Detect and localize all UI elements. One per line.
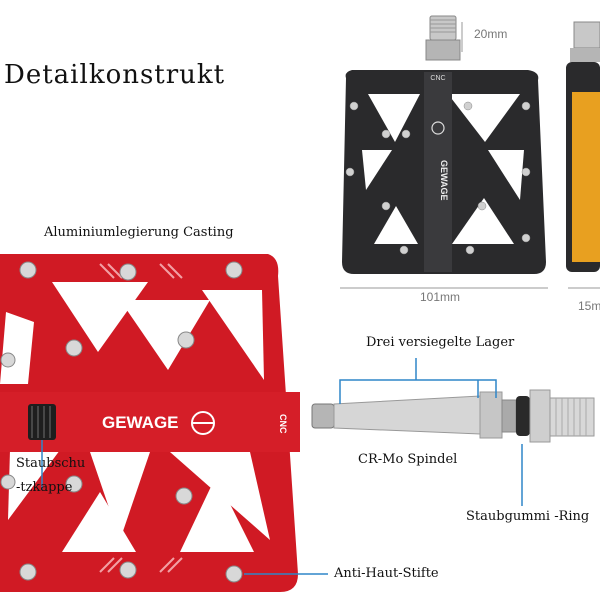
width-dimension: 101mm xyxy=(420,290,461,304)
axle-dimension: 20mm xyxy=(474,27,508,41)
dust-ring-label: Staubgummi -Ring xyxy=(466,509,590,524)
depth-dimension: 15m xyxy=(578,299,600,313)
page-title: Detailkonstrukt xyxy=(4,60,226,90)
dust-cap-icon xyxy=(28,404,56,440)
dust-cap-label-line2: -tzkappe xyxy=(16,480,73,495)
dust-cap-label-line1: Staubschu xyxy=(16,456,86,471)
red-pedal-brand-text: GEWAGE xyxy=(102,413,179,432)
spindle-icon xyxy=(311,389,595,443)
black-pedal-cnc-text: CNC xyxy=(430,75,445,82)
spindle-label: CR-Mo Spindel xyxy=(358,452,458,467)
casting-label: Aluminiumlegierung Casting xyxy=(44,225,234,240)
bearings-label: Drei versiegelte Lager xyxy=(366,335,515,350)
red-pedal-cnc-text: CNC xyxy=(278,414,288,434)
black-pedal-brand-text: GEWAGE xyxy=(439,160,449,201)
pins-label: Anti-Haut-Stifte xyxy=(334,566,439,581)
